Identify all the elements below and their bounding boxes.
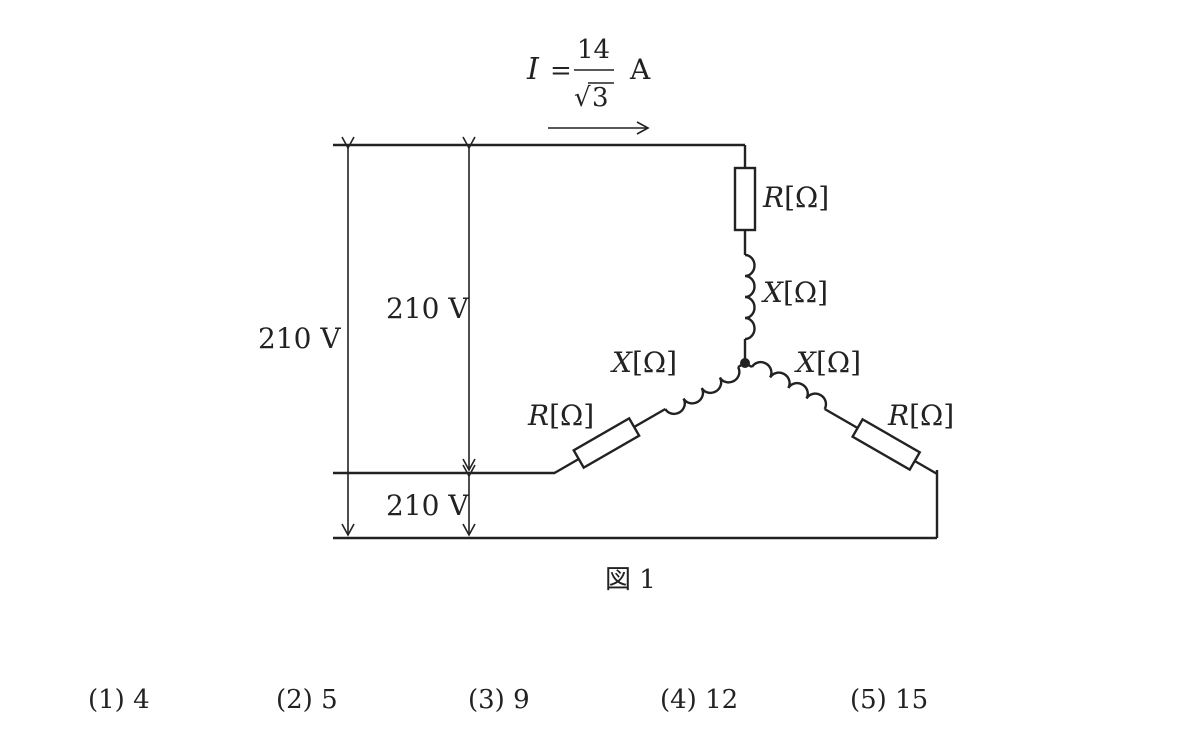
inductor-left	[664, 366, 741, 416]
current-label: I = 14 √ 3 A	[526, 35, 651, 113]
label-x-left: X[Ω]	[610, 346, 677, 379]
voltage-label-outer: 210 V	[258, 322, 341, 355]
current-equals: =	[550, 56, 572, 86]
choice-2: (2) 5	[276, 685, 338, 715]
choice-5: (5) 15	[850, 685, 929, 715]
figure-label: 図 1	[605, 565, 656, 595]
voltage-label-inner-bottom: 210 V	[386, 489, 469, 522]
label-r-right: R[Ω]	[887, 399, 954, 432]
current-unit: A	[629, 53, 651, 86]
radical-sign: √	[574, 83, 591, 113]
label-r-left: R[Ω]	[527, 399, 594, 432]
current-numerator: 14	[577, 35, 610, 65]
resistor-top	[733, 166, 757, 232]
resistor-right	[850, 417, 922, 472]
label-r-top: R[Ω]	[762, 181, 829, 214]
label-x-right: X[Ω]	[794, 346, 861, 379]
branch-left	[553, 361, 746, 475]
choice-4: (4) 12	[660, 685, 739, 715]
choice-1: (1) 4	[88, 685, 150, 715]
current-denominator: 3	[592, 83, 609, 113]
label-x-top: X[Ω]	[761, 276, 828, 309]
resistor-left	[572, 416, 641, 470]
inductor-top	[744, 253, 756, 341]
current-symbol: I	[526, 52, 540, 87]
branch-right	[744, 360, 938, 476]
choice-3: (3) 9	[468, 685, 530, 715]
voltage-label-inner-top: 210 V	[386, 292, 469, 325]
